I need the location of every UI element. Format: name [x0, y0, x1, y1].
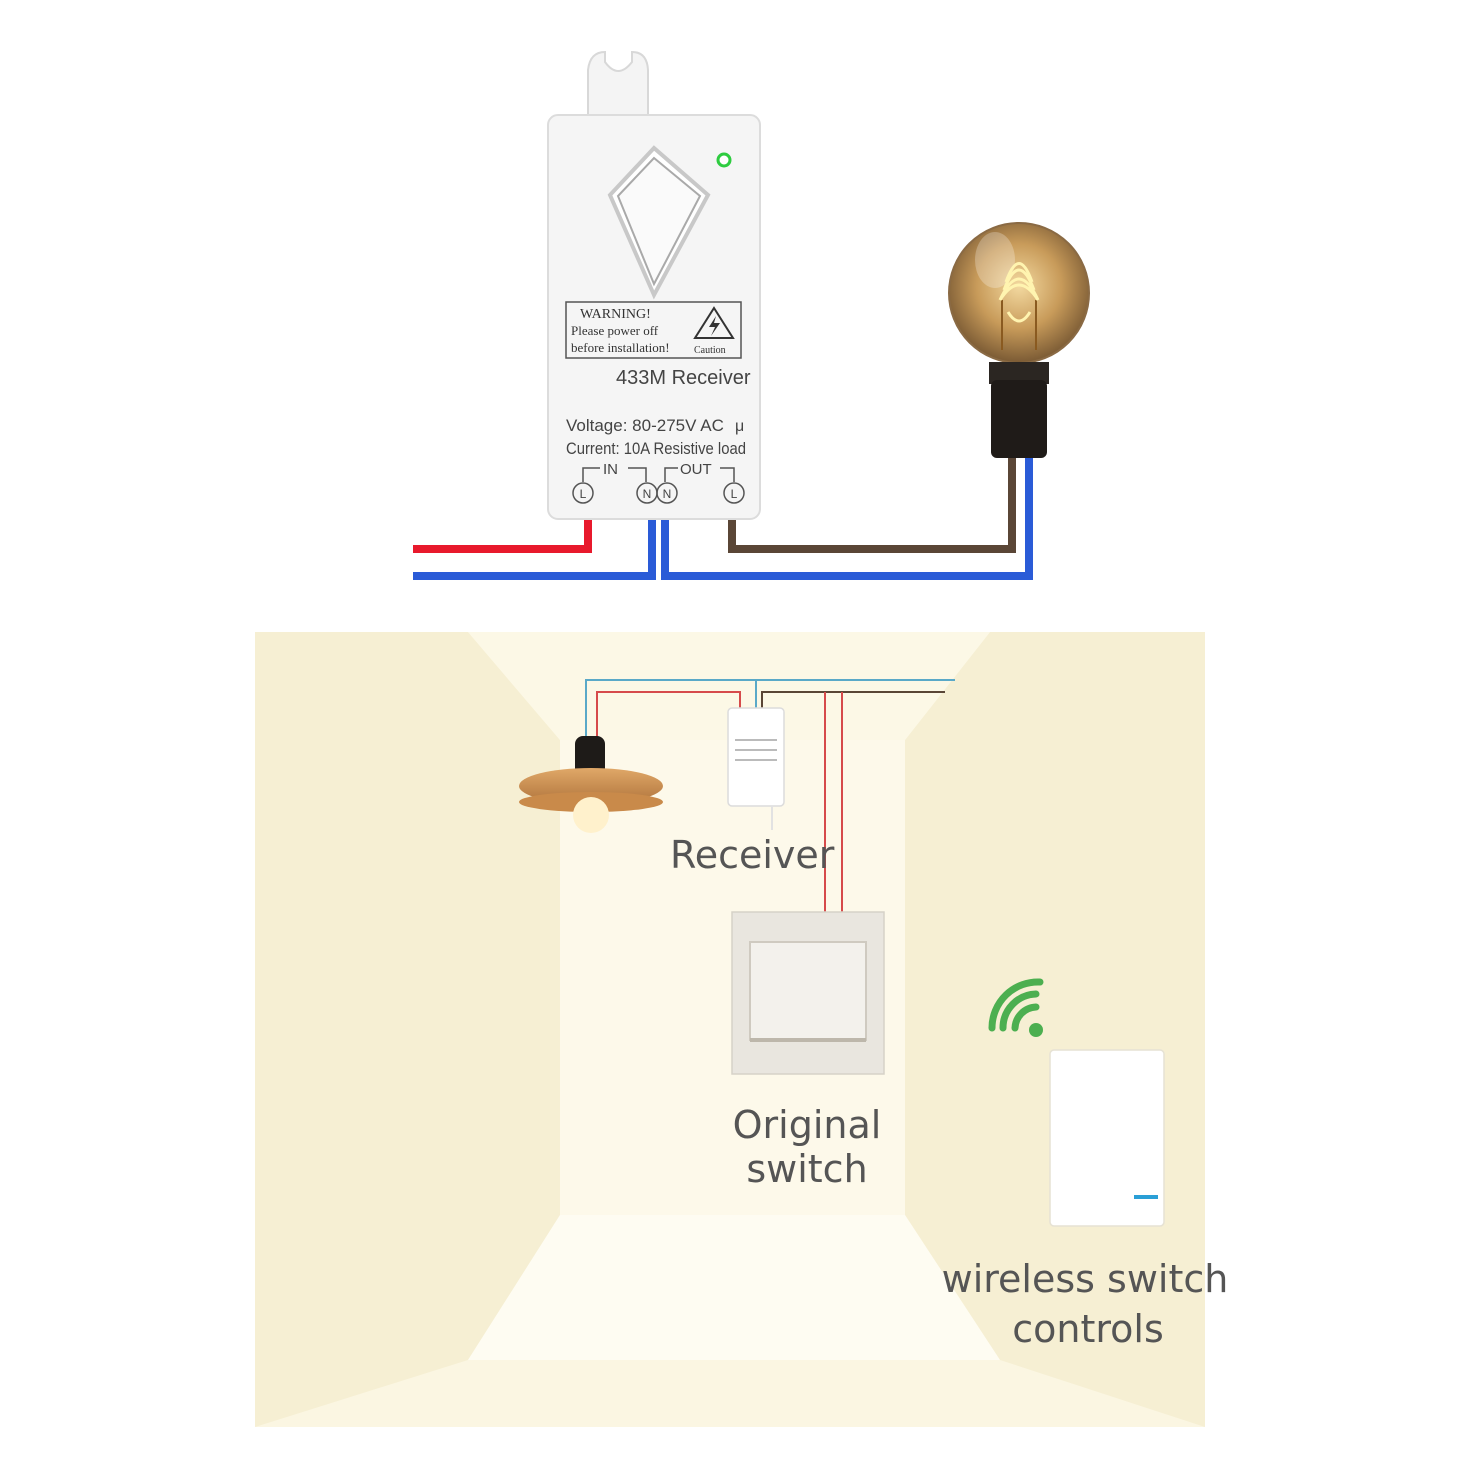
ceiling	[468, 632, 990, 740]
warning-line-2: before installation!	[571, 340, 670, 355]
current-spec: Current: 10A Resistive load	[566, 439, 746, 458]
warning-line-1: Please power off	[571, 323, 659, 338]
receiver-device-small	[727, 707, 785, 830]
original-switch-label-line2: switch	[746, 1147, 867, 1191]
terminal-in-live-label: L	[580, 487, 587, 501]
terminal-groups	[582, 467, 735, 482]
ceiling-wires	[585, 679, 955, 915]
receiver-body	[547, 114, 761, 520]
wireless-switch-icon	[1049, 1049, 1165, 1227]
wires	[413, 458, 1033, 580]
terminal-out-neutral-label: N	[663, 487, 672, 501]
terminal-in-live	[572, 482, 594, 504]
receiver-label: Receiver	[670, 833, 835, 877]
indicator-led	[716, 152, 732, 168]
terminal-out-live	[723, 482, 745, 504]
original-switch-icon	[731, 911, 885, 1075]
terminal-out-neutral	[656, 482, 678, 504]
original-switch-label-line1: Original	[733, 1103, 882, 1147]
right-wall	[905, 632, 1205, 1427]
model-label: 433M Receiver	[616, 367, 751, 389]
terminal-in-neutral-label: N	[643, 487, 652, 501]
neutral-out-wire	[661, 458, 1033, 580]
wireless-label-line1: wireless switch	[942, 1257, 1229, 1301]
wifi-signal-icon	[988, 978, 1044, 1037]
room-scene: Receiver Original switch wireless switch…	[255, 632, 1228, 1427]
kite-logo-icon	[607, 145, 711, 300]
voltage-mark: μ	[735, 418, 744, 435]
in-group-label: IN	[603, 461, 618, 478]
load-out-wire	[728, 458, 1016, 553]
receiver-wiring-section: WARNING! Please power off before install…	[413, 50, 1090, 580]
live-in-wire	[413, 518, 592, 553]
light-bulb-icon	[948, 222, 1090, 458]
caution-label: Caution	[694, 345, 726, 356]
pendant-lamp-icon	[519, 736, 663, 833]
left-wall	[255, 632, 560, 1427]
warning-box	[565, 301, 742, 359]
warning-title: WARNING!	[580, 307, 651, 322]
floor	[468, 1215, 1000, 1360]
out-group-label: OUT	[680, 461, 712, 478]
neutral-in-wire	[413, 518, 656, 580]
terminals: L N N L	[572, 482, 745, 504]
high-voltage-icon	[693, 306, 735, 339]
wireless-label-line2: controls	[1012, 1307, 1164, 1351]
terminal-out-live-label: L	[731, 487, 738, 501]
voltage-spec: Voltage: 80-275V AC	[566, 416, 724, 435]
mounting-tab	[587, 50, 649, 119]
